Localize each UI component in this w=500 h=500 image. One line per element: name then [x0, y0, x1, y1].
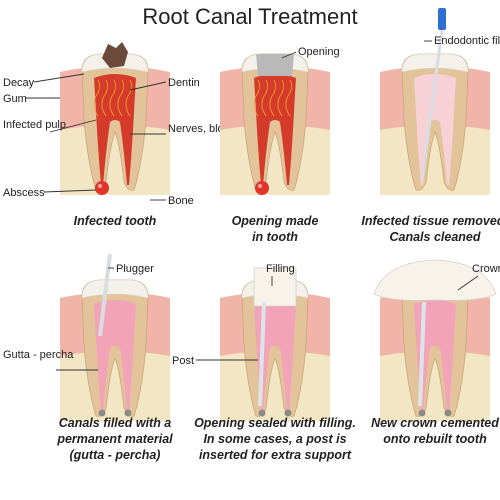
caption-5-line-1: In some cases, a post is	[203, 432, 346, 446]
caption-4-line-2: (gutta - percha)	[70, 448, 161, 462]
root-tip	[444, 409, 452, 417]
infected-pulp-label: Infected pulp	[3, 119, 66, 131]
caption-4-line-0: Canals filled with a	[59, 416, 172, 430]
decay-label: Decay	[3, 77, 35, 89]
abscess-highlight	[258, 184, 262, 188]
post-label: Post	[172, 355, 194, 367]
nerve-fiber	[285, 79, 292, 117]
nerve-fiber	[117, 79, 124, 117]
nerve-fiber	[277, 79, 284, 117]
caption-6-line-1: onto rebuilt tooth	[383, 432, 487, 446]
decay	[102, 42, 128, 68]
opening	[256, 54, 294, 76]
root-tip	[98, 409, 106, 417]
bone	[220, 351, 330, 421]
decay-leader	[33, 73, 85, 83]
abscess	[95, 181, 109, 195]
nerve-fiber	[253, 79, 260, 117]
nerve-fiber	[93, 79, 100, 117]
bone	[60, 351, 170, 421]
endodontic-file	[420, 29, 444, 181]
nerve-fiber	[101, 79, 108, 117]
abscess-label: Abscess	[3, 187, 45, 199]
abscess-leader	[43, 189, 97, 193]
opening-label: Opening	[298, 46, 340, 58]
nerve-fiber	[109, 79, 116, 117]
caption-4-line-1: permanent material	[56, 432, 173, 446]
filling-label: Filling	[266, 263, 295, 275]
enamel	[401, 53, 469, 73]
infected-pulp	[94, 74, 136, 185]
abscess	[255, 181, 269, 195]
filling	[253, 267, 297, 307]
root-tip	[418, 409, 426, 417]
post	[418, 301, 426, 407]
caption-1-line-0: Infected tooth	[74, 214, 157, 228]
enamel	[81, 279, 149, 299]
root-tip	[124, 409, 132, 417]
crown-label: Crown	[472, 263, 500, 275]
bone	[380, 125, 490, 195]
crown-leader	[457, 275, 479, 291]
caption-3-line-1: Canals cleaned	[389, 230, 480, 244]
post	[258, 301, 266, 407]
abscess-highlight	[98, 184, 102, 188]
caption-6-line-0: New crown cemented	[371, 416, 499, 430]
caption-5-line-2: inserted for extra support	[199, 448, 352, 462]
plugger-label: Plugger	[116, 263, 154, 275]
bone-label: Bone	[168, 195, 194, 207]
caption-2-line-1: in tooth	[252, 230, 298, 244]
nerve-fiber	[125, 79, 132, 117]
gutta-label: Gutta - percha	[3, 349, 74, 361]
file-handle	[438, 8, 446, 30]
bone	[380, 351, 490, 421]
dentin-leader	[129, 81, 167, 91]
bone	[220, 125, 330, 195]
file-label: Endodontic file	[434, 35, 500, 47]
opening-leader	[281, 51, 297, 59]
caption-2-line-0: Opening made	[232, 214, 319, 228]
dentin-label: Dentin	[168, 77, 200, 89]
root-tip	[258, 409, 266, 417]
caption-5-line-0: Opening sealed with filling.	[194, 416, 356, 430]
page-title: Root Canal Treatment	[142, 4, 358, 29]
infected-pulp-leader	[49, 119, 97, 133]
crown	[373, 259, 497, 301]
nerve-fiber	[269, 79, 276, 117]
panel-6: CrownNew crown cemented onto rebuilt toot…	[371, 259, 500, 446]
infected-pulp	[254, 74, 296, 185]
bone	[60, 125, 170, 195]
caption-3-line-0: Infected tissue removed;	[361, 214, 500, 228]
gutta-percha	[94, 300, 136, 411]
nerve-fiber	[261, 79, 268, 117]
root-tip	[284, 409, 292, 417]
gum-label: Gum	[3, 93, 27, 105]
